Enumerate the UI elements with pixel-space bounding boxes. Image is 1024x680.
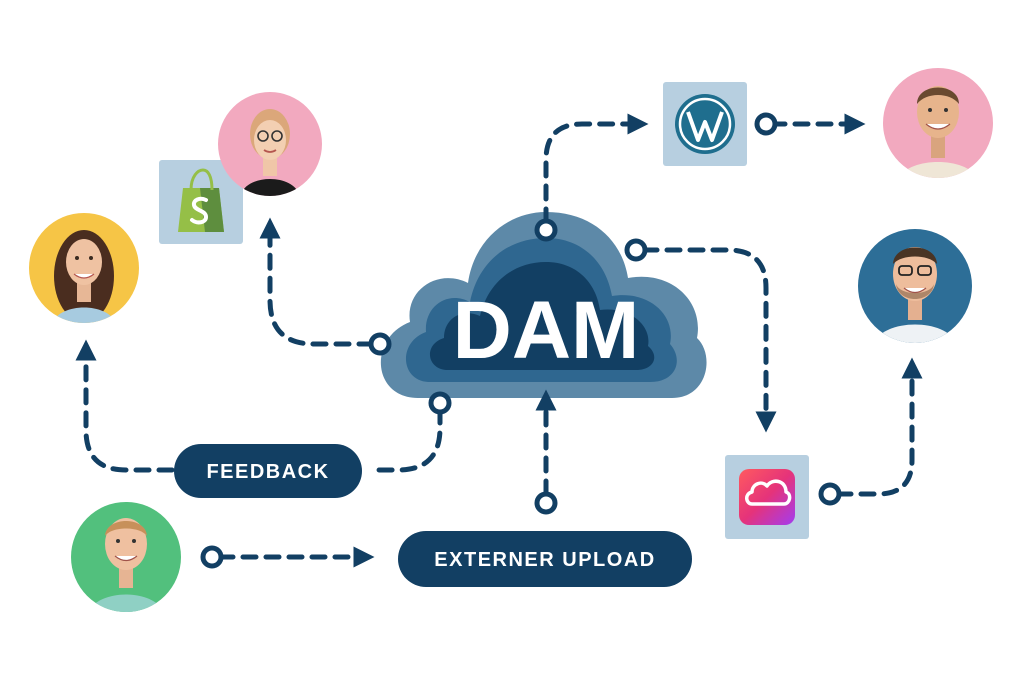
feedback-pill-bg [174,444,362,498]
wordpress-tile [663,82,747,166]
dot-cloud-left [368,332,392,356]
connector-cloud-to-creative-cloud [641,247,777,433]
avatar-woman-yellow [29,213,139,323]
dot-wordpress-out [754,112,778,136]
dot-cloud-right [624,238,648,262]
connector-dots [200,112,842,569]
connector-creative-cloud-to-avatar [835,357,923,497]
avatar-man-glasses-blue [858,229,972,343]
connector-feedback-to-avatar [75,339,175,473]
upload-pill: EXTERNER UPLOAD [398,531,692,587]
upload-pill-bg [398,531,692,587]
dot-cloud-top [534,218,558,242]
cloud-label: DAM [453,285,640,376]
shopify-tile [159,160,243,244]
dot-creative-cloud-out [818,482,842,506]
cloud-inner [429,262,655,370]
connectors [75,113,923,568]
connector-cloud-to-feedback [367,407,443,473]
shopify-icon [178,168,224,232]
creative-cloud-icon [739,469,795,525]
creative-cloud-tile [725,455,809,539]
connector-cloud-to-shopify-user [259,217,375,347]
dot-avatar-green-out [200,545,224,569]
upload-pill-label: EXTERNER UPLOAD [434,549,655,571]
dot-cloud-bottom [428,391,452,415]
dot-upload-out [534,491,558,515]
wordpress-icon [675,94,735,154]
feedback-pill-label: FEEDBACK [206,461,329,483]
connector-cloud-to-wordpress [543,113,649,225]
dam-cloud: DAM [380,212,707,398]
avatar-man-pink [883,68,993,178]
avatar-man-green [71,502,181,612]
feedback-pill: FEEDBACK [174,444,362,498]
